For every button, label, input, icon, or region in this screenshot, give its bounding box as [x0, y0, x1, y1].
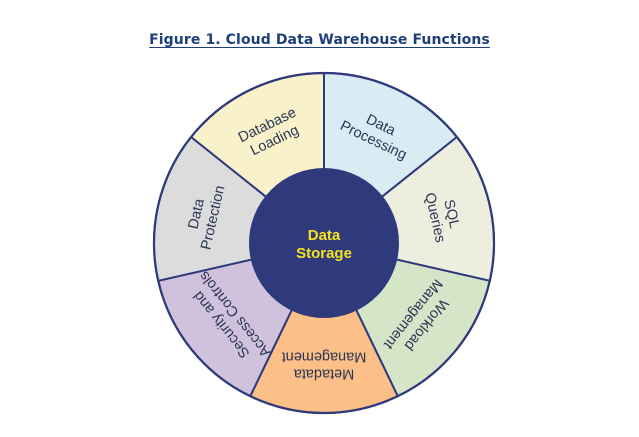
label-line: SQL [440, 198, 462, 230]
figure-title: Figure 1. Cloud Data Warehouse Functions [149, 32, 490, 48]
outer-ring [152, 71, 496, 415]
center-label-line: Storage [296, 245, 352, 262]
center-label-line: Data [308, 227, 341, 244]
label-line: Management [282, 349, 367, 365]
center-circle [249, 168, 399, 318]
label-line: Metadata [293, 366, 354, 382]
label-line: Data [186, 196, 209, 230]
